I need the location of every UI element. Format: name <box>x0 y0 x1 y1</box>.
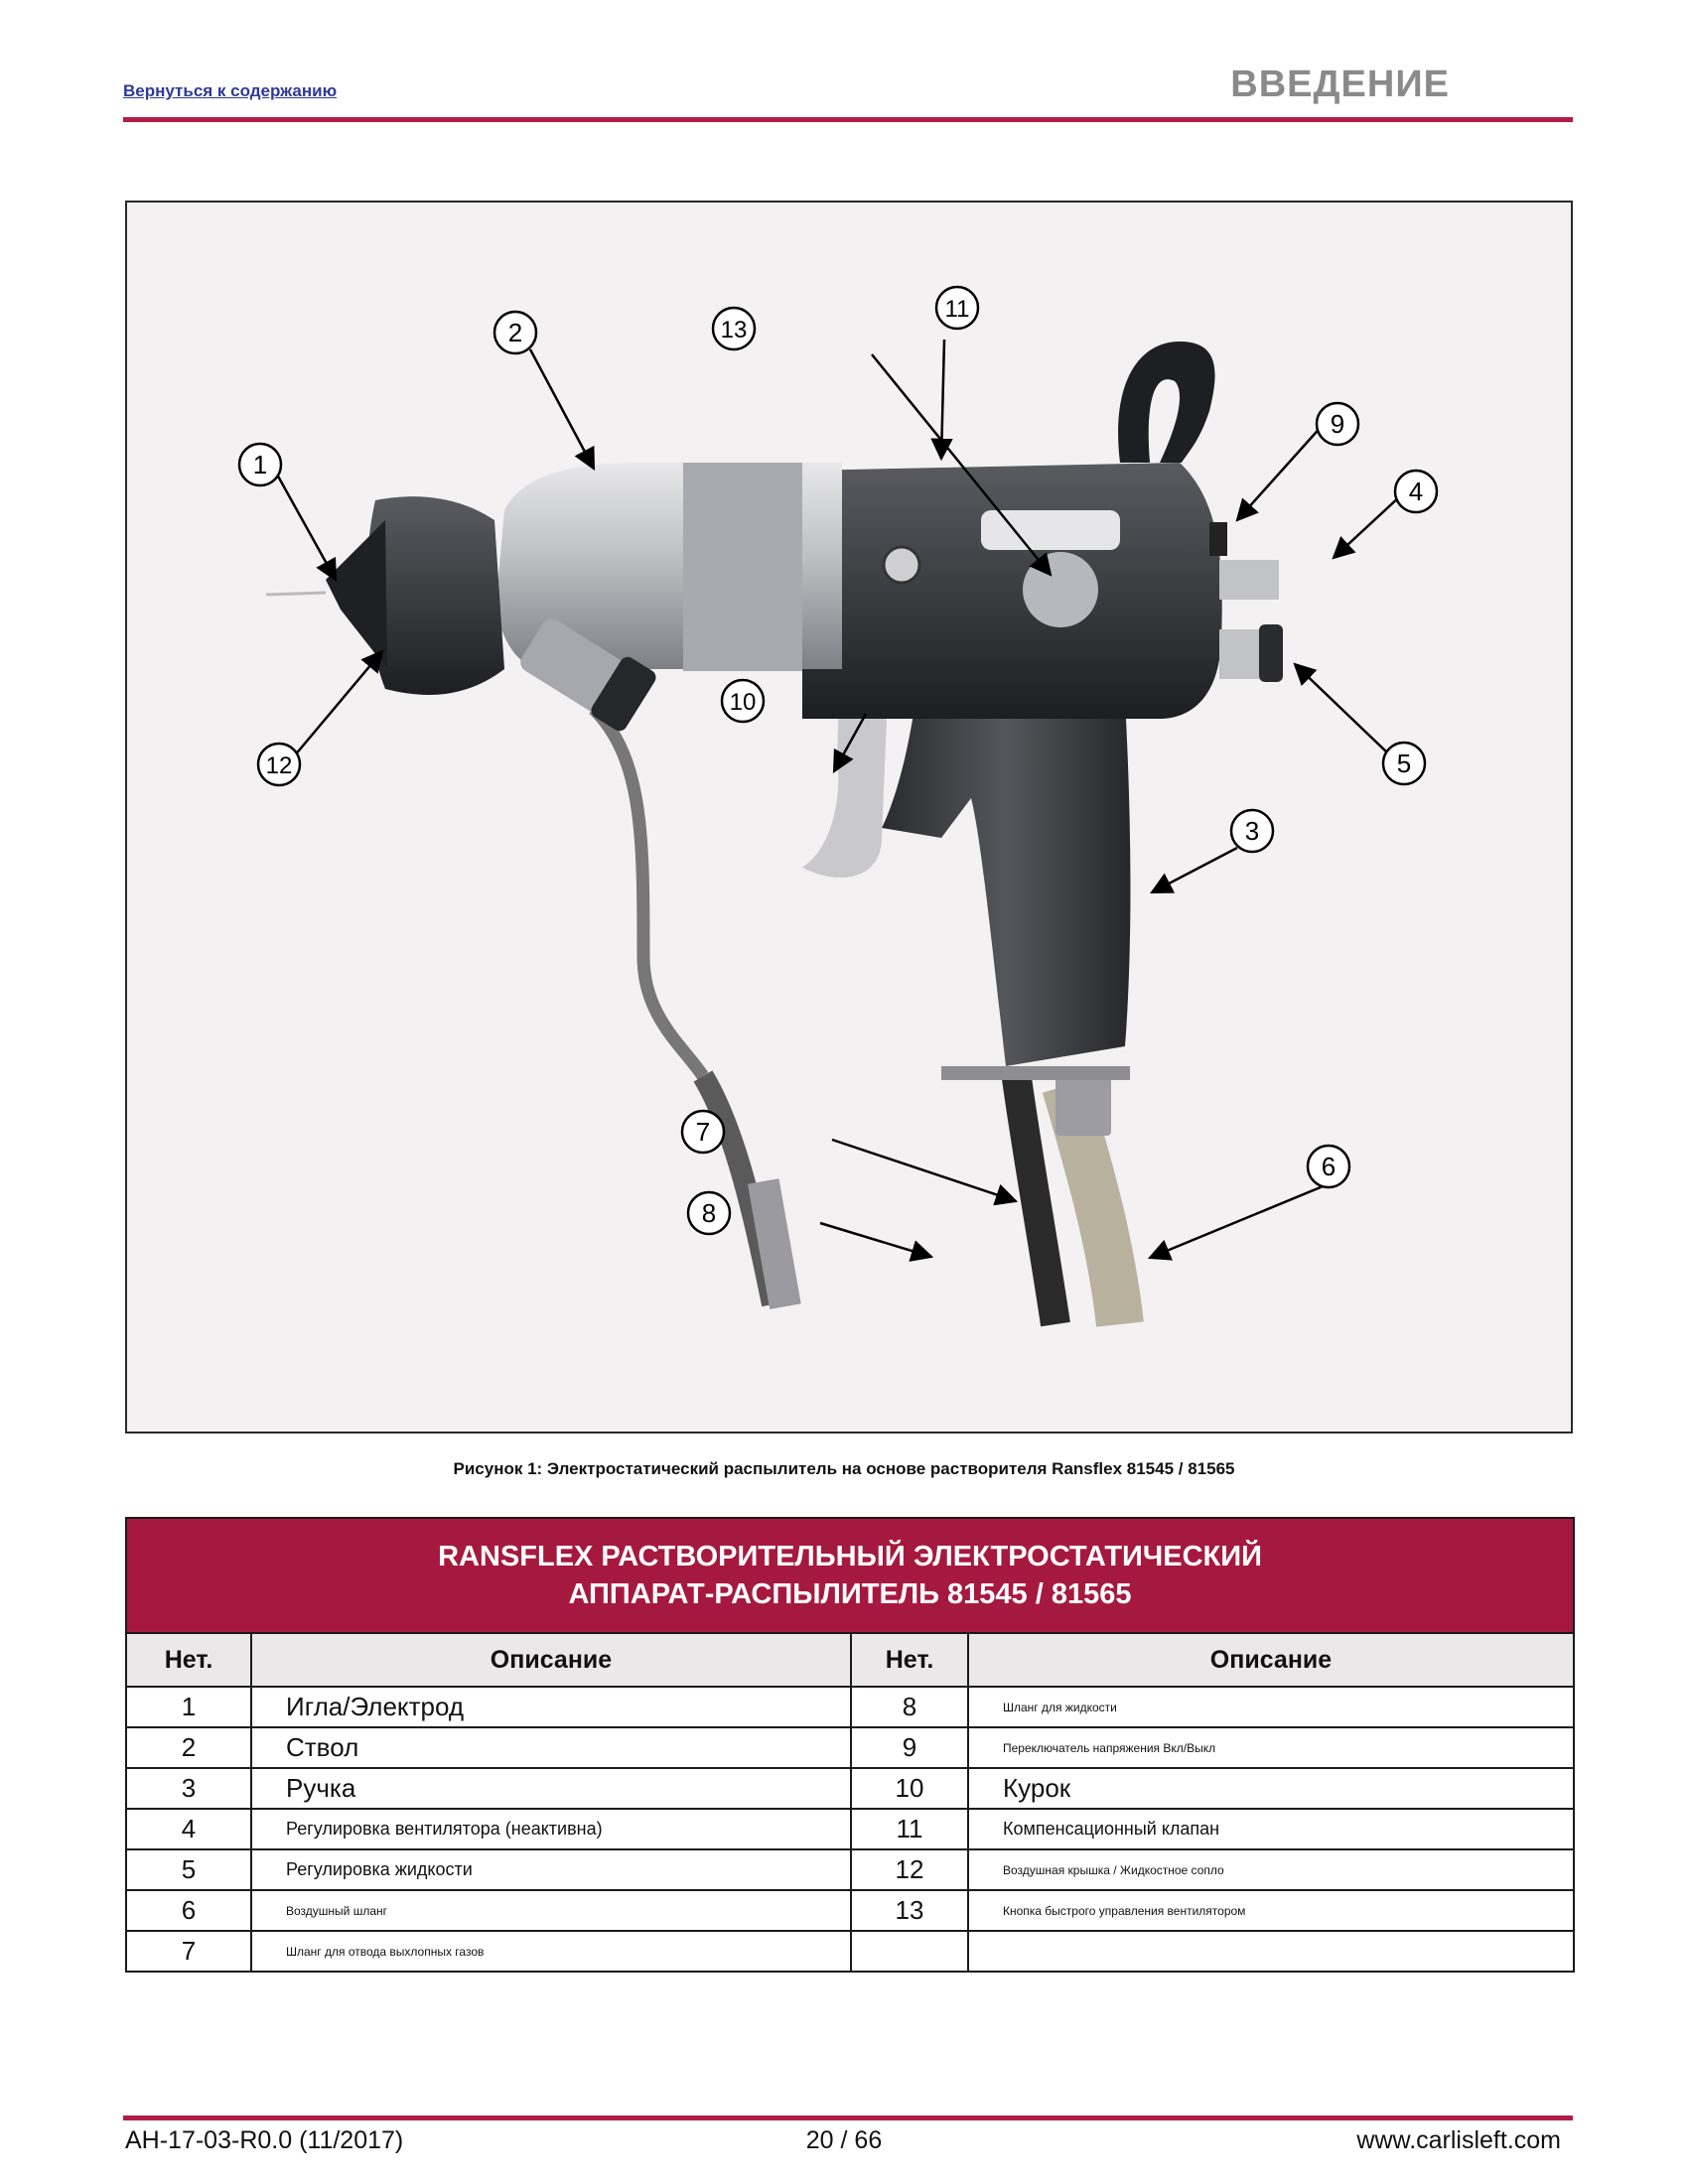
footer-doc-code: AH-17-03-R0.0 (11/2017) <box>125 2126 404 2154</box>
cell-num: 6 <box>125 1889 252 1932</box>
cell-desc: Переключатель напряжения Вкл/Выкл <box>966 1726 1576 1769</box>
col-header-desc: Описание <box>250 1632 852 1688</box>
cell-num: 1 <box>125 1686 252 1728</box>
col-header-num: Нет. <box>850 1632 969 1688</box>
footer-rule <box>123 2116 1573 2120</box>
cell-desc: Шланг для жидкости <box>966 1686 1576 1728</box>
footer-page-number: 20 / 66 <box>805 2126 883 2154</box>
table-row: 1 Игла/Электрод 8 Шланг для жидкости <box>125 1686 1576 1728</box>
cell-desc: Игла/Электрод <box>250 1686 852 1728</box>
cell-desc: Компенсационный клапан <box>966 1808 1576 1850</box>
cell-num: 13 <box>850 1889 969 1932</box>
cell-desc: Ствол <box>250 1726 852 1769</box>
callout-11: 11 <box>945 296 970 323</box>
header-rule <box>123 117 1573 122</box>
table-title-line1: RANSFLEX РАСТВОРИТЕЛЬНЫЙ ЭЛЕКТРОСТАТИЧЕС… <box>438 1541 1262 1572</box>
figure-caption: Рисунок 1: Электростатический распылител… <box>453 1459 1235 1478</box>
table-title: RANSFLEX РАСТВОРИТЕЛЬНЫЙ ЭЛЕКТРОСТАТИЧЕС… <box>124 1517 1576 1634</box>
table-row: 5 Регулировка жидкости 12 Воздушная крыш… <box>125 1848 1576 1891</box>
cell-num: 4 <box>125 1808 252 1850</box>
cell-num: 8 <box>850 1686 969 1728</box>
cell-num: 9 <box>850 1726 969 1769</box>
cell-desc: Курок <box>966 1767 1576 1810</box>
table-title-line2: АППАРАТ-РАСПЫЛИТЕЛЬ 81545 / 81565 <box>568 1578 1132 1610</box>
cell-num: 5 <box>125 1848 252 1891</box>
callout-3: 3 <box>1245 816 1259 846</box>
footer-website[interactable]: www.carlisleft.com <box>1356 2126 1561 2154</box>
table-row: 7 Шланг для отвода выхлопных газов <box>125 1930 1576 1973</box>
callout-6: 6 <box>1322 1152 1336 1181</box>
col-header-num: Нет. <box>125 1632 252 1688</box>
section-title: ВВЕДЕНИЕ <box>1230 64 1450 105</box>
cell-desc: Воздушная крышка / Жидкостное сопло <box>966 1848 1576 1891</box>
callout-12: 12 <box>266 752 293 779</box>
table-row: 6 Воздушный шланг 13 Кнопка быстрого упр… <box>125 1889 1576 1932</box>
table-row: 3 Ручка 10 Курок <box>125 1767 1576 1810</box>
cell-num: 2 <box>125 1726 252 1769</box>
cell-desc: Регулировка вентилятора (неактивна) <box>250 1808 852 1850</box>
spray-gun-illustration: 1 2 3 4 5 6 7 8 9 10 11 12 13 <box>237 285 1439 1327</box>
cell-num: 10 <box>850 1767 969 1810</box>
table-row: 4 Регулировка вентилятора (неактивна) 11… <box>125 1808 1576 1850</box>
figure-spray-gun: 1 2 3 4 5 6 7 8 9 10 11 12 13 <box>125 201 1573 1433</box>
callout-2: 2 <box>508 318 522 347</box>
callout-10: 10 <box>730 689 757 716</box>
cell-desc: Ручка <box>250 1767 852 1810</box>
callout-13: 13 <box>721 317 748 343</box>
cell-desc: Шланг для отвода выхлопных газов <box>250 1930 852 1973</box>
callout-5: 5 <box>1397 749 1411 778</box>
table-row: 2 Ствол 9 Переключатель напряжения Вкл/В… <box>125 1726 1576 1769</box>
cell-num: 12 <box>850 1848 969 1891</box>
callout-7: 7 <box>696 1117 710 1147</box>
back-to-contents-link[interactable]: Вернуться к содержанию <box>123 81 338 100</box>
callout-8: 8 <box>702 1198 716 1228</box>
cell-num: 11 <box>850 1808 969 1850</box>
cell-num <box>850 1930 969 1973</box>
callout-9: 9 <box>1331 409 1344 439</box>
cell-desc: Воздушный шланг <box>250 1889 852 1932</box>
col-header-desc: Описание <box>966 1632 1576 1688</box>
callout-4: 4 <box>1409 477 1423 506</box>
cell-desc: Кнопка быстрого управления вентилятором <box>966 1889 1576 1932</box>
cell-num: 7 <box>125 1930 252 1973</box>
cell-desc: Регулировка жидкости <box>250 1848 852 1891</box>
cell-desc <box>966 1930 1576 1973</box>
cell-num: 3 <box>125 1767 252 1810</box>
parts-table: RANSFLEX РАСТВОРИТЕЛЬНЫЙ ЭЛЕКТРОСТАТИЧЕС… <box>124 1517 1576 1973</box>
callout-1: 1 <box>253 450 267 479</box>
